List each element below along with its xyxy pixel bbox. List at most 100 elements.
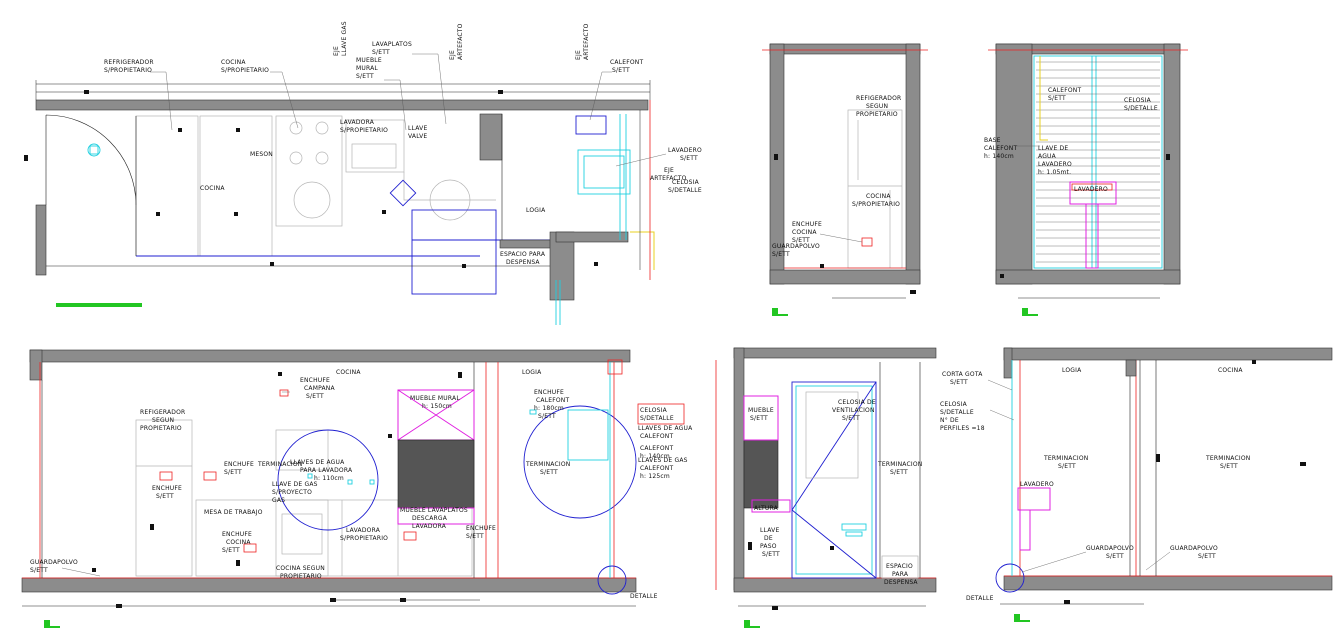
label-e-guardapolvo-sub: S/ETT xyxy=(1106,553,1124,560)
label-c-mesa: MESA DE TRABAJO xyxy=(204,509,263,516)
label-llave-gas: LLAVE GAS xyxy=(341,21,348,56)
plan-title-bar xyxy=(56,303,142,307)
label-d-celosia: CELOSIA DE xyxy=(838,399,876,406)
label-b-calefont: CALEFONT xyxy=(984,145,1017,152)
label-e-terminacion: TERMINACION xyxy=(1043,455,1088,462)
label-d-mueble: MUEBLE xyxy=(748,407,774,414)
label-d-paso: PASO xyxy=(760,543,777,550)
label-a-enchufe: ENCHUFE xyxy=(792,221,822,228)
label-c-mueble-h: h: 150cm xyxy=(422,403,452,410)
wall-top xyxy=(35,99,649,111)
label-c-calefont2: CALEFONT xyxy=(640,433,673,440)
label-refrigerador-sub: S/PROPIETARIO xyxy=(104,67,152,74)
label-calefont: CALEFONT xyxy=(610,59,643,66)
label-llave: LLAVE xyxy=(408,125,427,132)
label-c-cocina-segun: COCINA SEGUN xyxy=(276,565,325,572)
label-d-altura: ALTURA xyxy=(754,505,779,512)
label-c-lavadora2: LAVADORA xyxy=(412,523,447,530)
label-eje: EJE xyxy=(664,167,674,174)
label-c-calefont-h: h: 180cm xyxy=(534,405,564,412)
label-e-terminacion-sub: S/ETT xyxy=(1058,463,1076,470)
label-refrigerador: REFRIGERADOR xyxy=(104,59,154,66)
label-c-setti: S/ETT xyxy=(540,469,558,476)
label-espacio: ESPACIO PARA xyxy=(500,251,546,258)
label-c-celosia: CELOSIA xyxy=(640,407,668,414)
label-b-celosia-sub: S/DETALLE xyxy=(1124,105,1158,112)
label-artefacto2: ARTEFACTO xyxy=(583,23,590,60)
label-c-llave-gas: LLAVE DE GAS xyxy=(272,481,318,488)
label-e-guardapolvo2: GUARDAPOLVO xyxy=(1170,545,1218,552)
label-llave-sub: VALVE xyxy=(408,133,427,140)
label-c-campana: CAMPANA xyxy=(304,385,335,392)
label-a-propietario: PROPIETARIO xyxy=(856,111,898,118)
label-c-terminacion2: TERMINACION xyxy=(525,461,570,468)
label-lavadero-sub: S/ETT xyxy=(680,155,698,162)
label-c-enchufe-ref-sub: S/ETT xyxy=(156,493,174,500)
label-d-ventilacion: VENTILACION xyxy=(832,407,875,414)
label-c-cocina3: COCINA xyxy=(226,539,251,546)
label-c-segun: SEGUN xyxy=(152,417,174,424)
label-c-proyecto: S/PROYECTO xyxy=(272,489,312,496)
label-c-mueble-mural: MUEBLE MURAL xyxy=(410,395,460,402)
label-c-propietario: PROPIETARIO xyxy=(140,425,182,432)
label-c-para-lavadora: PARA LAVADORA xyxy=(300,467,353,474)
label-b-agua: AGUA xyxy=(1038,153,1057,160)
label-celosia-sub: S/DETALLE xyxy=(668,187,702,194)
label-calefont-sub: S/ETT xyxy=(612,67,630,74)
label-c-mueble-lava: MUEBLE LAVAPLATOS xyxy=(400,507,468,514)
label-mural-sub: S/ETT xyxy=(356,73,374,80)
label-despensa: DESPENSA xyxy=(506,259,540,266)
elevation-e: LOGIA COCINA CORTA GOTA S/ETT CELOSIA S/… xyxy=(940,347,1333,622)
label-d-terminacion: TERMINACION xyxy=(877,461,922,468)
label-c-lavadora-sub: S/PROPIETARIO xyxy=(340,535,388,542)
label-e-lavadero: LAVADERO xyxy=(1020,481,1054,488)
label-e-terminacion2: TERMINACION xyxy=(1205,455,1250,462)
label-c-calefont-h2: h: 140cm xyxy=(640,453,670,460)
label-c-gas: GAS xyxy=(272,497,285,504)
floor-plan: REFRIGERADOR S/PROPIETARIO COCINA S/PROP… xyxy=(24,21,702,325)
label-e-cocina: COCINA xyxy=(1218,367,1243,374)
label-e-guardapolvo: GUARDAPOLVO xyxy=(1086,545,1134,552)
label-e-terminacion2-sub: S/ETT xyxy=(1220,463,1238,470)
label-lavadora: LAVADORA xyxy=(340,119,375,126)
label-eje-art: EJE xyxy=(449,50,456,60)
label-c-cocina: COCINA xyxy=(336,369,361,376)
label-c-enchufe: ENCHUFE xyxy=(300,377,330,384)
label-e-corta-gota-sub: S/ETT xyxy=(950,379,968,386)
label-e-detalle: S/DETALLE xyxy=(940,409,974,416)
label-b-llave-de: LLAVE DE xyxy=(1038,145,1068,152)
label-c-calefont-h2-lbl: CALEFONT xyxy=(640,445,673,452)
label-cocina-sub: S/PROPIETARIO xyxy=(221,67,269,74)
label-c-enchufe-cal: ENCHUFE xyxy=(534,389,564,396)
label-d-paso-sub: S/ETT xyxy=(762,551,780,558)
label-mueble: MUEBLE xyxy=(356,57,382,64)
label-e-logia: LOGIA xyxy=(1062,367,1082,374)
label-a-refrigerador: REFIGERADOR xyxy=(856,95,901,102)
label-lavadora-sub: S/PROPIETARIO xyxy=(340,127,388,134)
label-cocina-room: COCINA xyxy=(200,185,225,192)
label-c-enchufe2: ENCHUFE xyxy=(224,461,254,468)
label-logia: LOGIA xyxy=(526,207,546,214)
label-celosia: CELOSIA xyxy=(672,179,700,186)
label-meson: MESON xyxy=(250,151,273,158)
label-eje-llave: EJE xyxy=(333,46,340,56)
label-artefacto: ARTEFACTO xyxy=(457,23,464,60)
label-b-calefont2: CALEFONT xyxy=(1048,87,1081,94)
label-e-n-de: N° DE xyxy=(940,417,959,424)
label-b-celosia: CELOSIA xyxy=(1124,97,1152,104)
label-c-detalle: DETALLE xyxy=(630,593,658,600)
label-d-setti: S/ETT xyxy=(750,415,768,422)
label-mural: MURAL xyxy=(356,65,378,72)
elevation-d: MUEBLE S/ETT CELOSIA DE VENTILACION S/ET… xyxy=(715,347,937,628)
label-c-llaves-gas: LLAVES DE GAS xyxy=(638,457,688,464)
label-eje-art2: EJE xyxy=(575,50,582,60)
door-swing xyxy=(45,114,137,206)
label-a-segun: SEGUN xyxy=(866,103,888,110)
label-e-detalle-tag: DETALLE xyxy=(966,595,994,602)
label-c-propietario2: PROPIETARIO xyxy=(280,573,322,580)
label-c-calefont-sub: S/ETT xyxy=(538,413,556,420)
label-d-terminacion-sub: S/ETT xyxy=(890,469,908,476)
label-a-guardapolvo: GUARDAPOLVO xyxy=(772,243,820,250)
label-d-de: DE xyxy=(764,535,773,542)
label-d-llave: LLAVE xyxy=(760,527,779,534)
